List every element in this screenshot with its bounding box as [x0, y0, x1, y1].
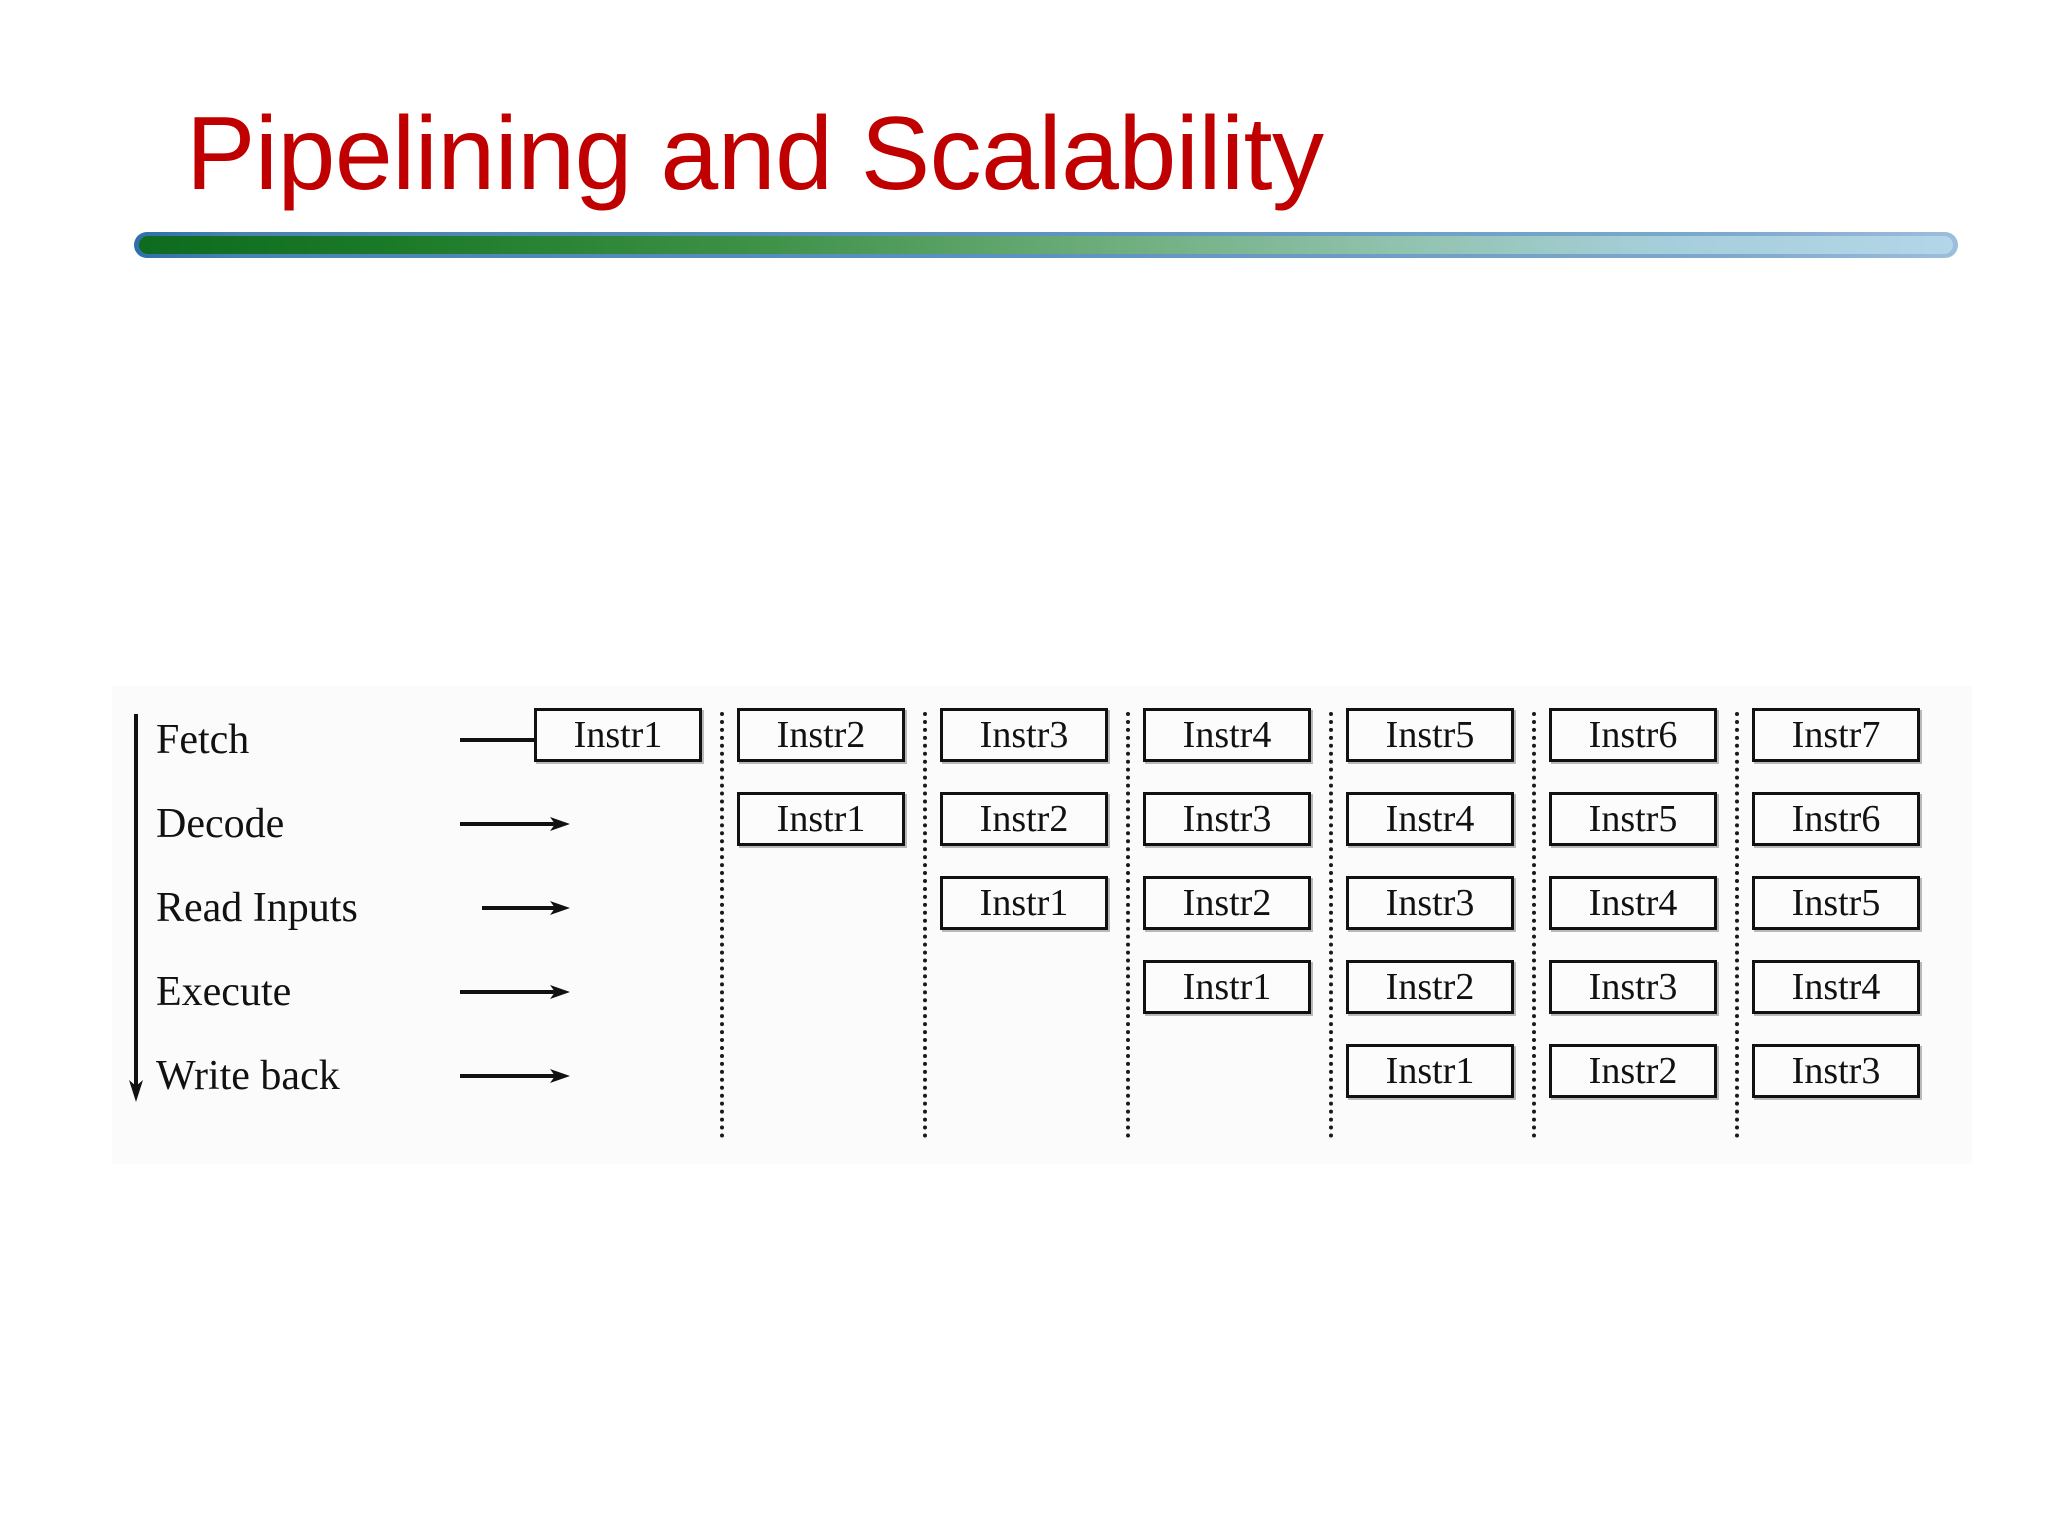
instruction-box: Instr2: [1143, 876, 1311, 930]
instruction-box: Instr3: [1752, 1044, 1920, 1098]
pipeline-timing-diagram: Fetch Decode Read Inputs Execute Write b…: [112, 686, 1972, 1164]
instruction-box: Instr3: [1346, 876, 1514, 930]
stage-label: Fetch: [156, 717, 250, 763]
stage-label: Write back: [156, 1053, 340, 1099]
stage-row-write-back: Write back: [156, 1046, 576, 1106]
arrow-right-icon: [460, 1069, 570, 1083]
stage-label: Decode: [156, 801, 285, 847]
title-divider-bar: [134, 232, 1958, 258]
instruction-box: Instr2: [940, 792, 1108, 846]
instruction-box: Instr1: [1143, 960, 1311, 1014]
cycle-divider: [1735, 712, 1739, 1138]
instruction-box: Instr4: [1752, 960, 1920, 1014]
stage-row-read-inputs: Read Inputs: [156, 878, 576, 938]
instruction-box: Instr1: [737, 792, 905, 846]
instruction-box: Instr5: [1752, 876, 1920, 930]
page-title: Pipelining and Scalability: [186, 96, 1324, 212]
stage-label: Execute: [156, 969, 292, 1015]
instruction-box: Instr5: [1549, 792, 1717, 846]
arrow-right-icon: [482, 901, 570, 915]
cycle-divider: [1532, 712, 1536, 1138]
stage-row-execute: Execute: [156, 962, 576, 1022]
instruction-box: Instr4: [1346, 792, 1514, 846]
instruction-box: Instr1: [940, 876, 1108, 930]
instruction-box: Instr6: [1549, 708, 1717, 762]
arrow-down-icon: [129, 714, 143, 1102]
stage-row-decode: Decode: [156, 794, 576, 854]
instruction-box: Instr1: [1346, 1044, 1514, 1098]
instruction-box: Instr4: [1549, 876, 1717, 930]
stage-row-fetch: Fetch: [156, 710, 576, 770]
instruction-box: Instr5: [1346, 708, 1514, 762]
instruction-box: Instr2: [737, 708, 905, 762]
instruction-box: Instr2: [1549, 1044, 1717, 1098]
instruction-box: Instr3: [940, 708, 1108, 762]
cycle-divider: [720, 712, 724, 1138]
cycle-divider: [923, 712, 927, 1138]
title-divider-core: [139, 236, 1953, 254]
arrow-right-icon: [460, 985, 570, 999]
cycle-divider: [1329, 712, 1333, 1138]
instruction-box: Instr2: [1346, 960, 1514, 1014]
instruction-box: Instr6: [1752, 792, 1920, 846]
instruction-box: Instr4: [1143, 708, 1311, 762]
instruction-box: Instr3: [1549, 960, 1717, 1014]
stage-label: Read Inputs: [156, 885, 358, 931]
instruction-box: Instr1: [534, 708, 702, 762]
cycle-divider: [1126, 712, 1130, 1138]
instruction-box: Instr3: [1143, 792, 1311, 846]
instruction-box: Instr7: [1752, 708, 1920, 762]
arrow-right-icon: [460, 817, 570, 831]
